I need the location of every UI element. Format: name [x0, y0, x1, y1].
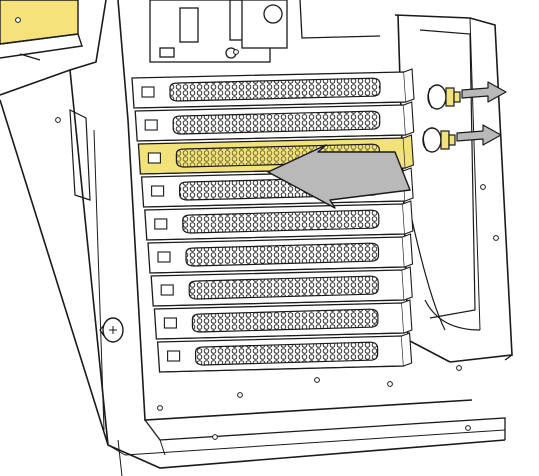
screw-icon [387, 381, 393, 387]
slot-cover [156, 332, 413, 373]
screw-icon [493, 235, 499, 241]
screw-icon [212, 434, 218, 440]
slot-cover [131, 68, 415, 109]
screw-icon [237, 392, 243, 398]
removal-arrow-icon [461, 81, 507, 103]
io-area [149, 0, 381, 63]
screw-icon [314, 377, 320, 383]
slot-cover [150, 266, 413, 307]
screw-icon [233, 49, 239, 55]
case-side-panel [0, 0, 506, 476]
screw-icon [480, 184, 486, 190]
case-thumbscrew-icon [99, 317, 124, 343]
expansion-slot-stack [131, 68, 415, 373]
slot-cover [153, 299, 413, 340]
slot-cover [134, 101, 415, 142]
screw-icon [456, 365, 462, 371]
insert-arrow-icon [267, 144, 411, 209]
removal-arrow-icon [456, 124, 502, 146]
screw-icon [465, 425, 471, 431]
yellow-label-block [0, 0, 83, 61]
thumbscrew-lower [422, 127, 456, 153]
frame-screws [15, 17, 499, 440]
screw-icon [157, 405, 163, 411]
screw-icon [15, 17, 21, 23]
screw-icon [55, 117, 61, 123]
thumbscrew-upper [427, 84, 461, 110]
slot-cover [144, 200, 414, 241]
slot-cover [147, 233, 414, 274]
